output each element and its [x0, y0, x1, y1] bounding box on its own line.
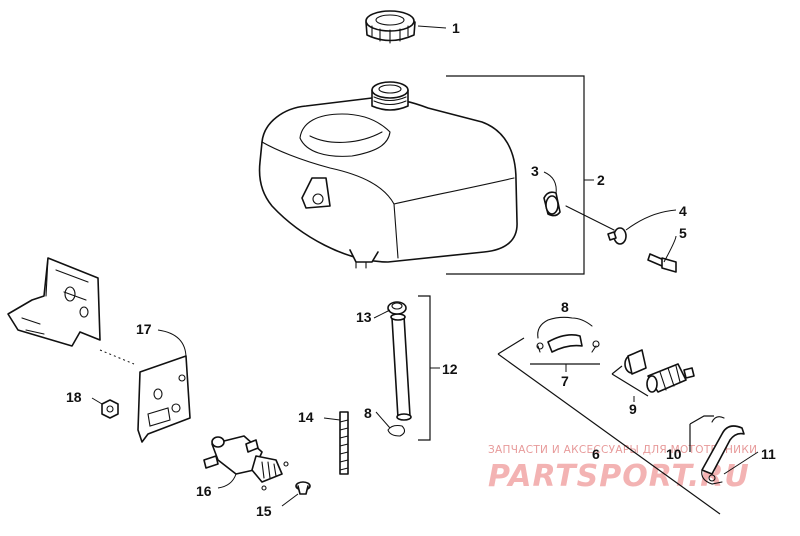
callout-11: 11 [761, 446, 776, 462]
mount-bolt [647, 253, 677, 273]
stud-bolt [339, 411, 349, 475]
callout-numbers: 1 2 3 4 5 6 7 8 8 9 10 11 12 13 14 15 16… [66, 20, 776, 519]
callout-8-upper: 8 [561, 299, 569, 315]
callout-2: 2 [597, 172, 605, 188]
callout-17: 17 [136, 321, 152, 337]
tank-grommet [543, 191, 561, 217]
callout-5: 5 [679, 225, 687, 241]
callout-3: 3 [531, 163, 539, 179]
hose-clamp-lower [387, 424, 406, 437]
valve-screw [295, 481, 311, 495]
callout-1: 1 [452, 20, 460, 36]
fuel-tank [258, 81, 518, 269]
drain-hose [701, 416, 745, 485]
callout-16: 16 [196, 483, 212, 499]
leader-lines [91, 25, 759, 515]
mount-washer [607, 227, 627, 245]
callout-4: 4 [679, 203, 687, 219]
callout-14: 14 [298, 409, 314, 425]
callout-6: 6 [592, 446, 600, 462]
callout-10: 10 [666, 446, 682, 462]
mounting-bracket [7, 257, 191, 443]
callout-9: 9 [629, 401, 637, 417]
mount-axis-line [565, 205, 615, 231]
callout-15: 15 [256, 503, 272, 519]
callout-13: 13 [356, 309, 372, 325]
fuel-cap [365, 10, 416, 44]
callout-18: 18 [66, 389, 82, 405]
hose-clamp-upper [387, 301, 407, 315]
hex-nut [101, 399, 119, 419]
fuel-valve [203, 435, 289, 491]
callout-8-lower: 8 [364, 405, 372, 421]
fuel-hose [390, 313, 412, 421]
callout-12: 12 [442, 361, 458, 377]
callout-7: 7 [561, 373, 569, 389]
fuel-filter [624, 349, 695, 393]
breather-hose-kit [536, 316, 600, 353]
